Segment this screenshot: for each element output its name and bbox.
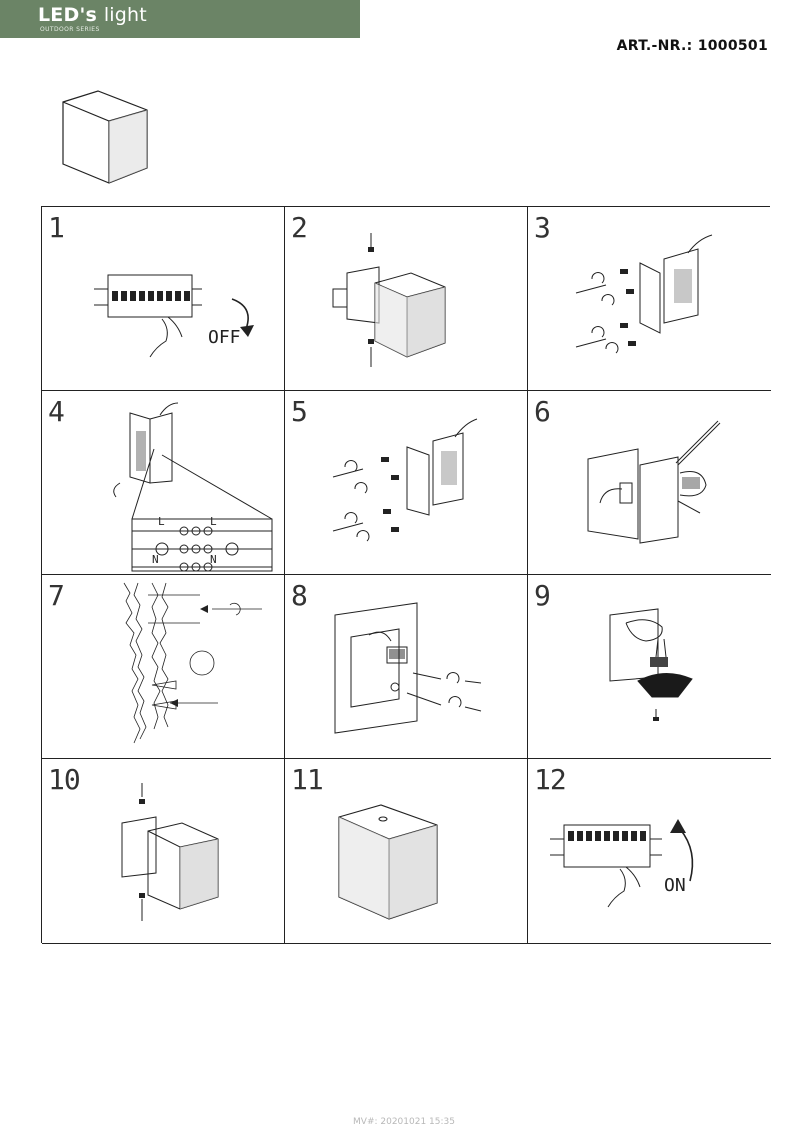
brand-bar: LED's light OUTDOOR SERIES [0,0,360,38]
article-number: ART.-NR.: 1000501 [616,38,768,54]
step-number: 3 [534,211,551,244]
step-2: 2 [285,207,528,391]
step-8: 8 [285,575,528,759]
drill-holes-illustration [123,582,262,744]
step-4: 4 L L N N [42,391,285,575]
step-number: 7 [48,579,65,612]
step-number: 10 [48,763,81,796]
brand-main: LED's [38,4,97,26]
breaker-off-illustration [94,274,254,358]
step-number: 1 [48,211,65,244]
product-cube-illustration [62,90,148,184]
brand-light: light [103,4,147,26]
off-label: OFF [208,327,241,348]
step-6: 6 [528,391,771,575]
remove-cover-illustration [332,233,446,367]
breaker-on-illustration [550,819,694,908]
installation-steps-grid: 1 OFF 2 [41,206,771,944]
terminal-label-n-left: N [152,553,159,566]
step-9: 9 [528,575,771,759]
mount-on-wall-illustration [334,602,482,734]
step-number: 9 [534,579,551,612]
attach-cover-illustration [121,783,219,921]
terminal-label-l-left: L [158,515,165,528]
step-3: 3 [528,207,771,391]
on-label: ON [664,875,686,896]
finished-product-illustration [338,804,438,920]
step-1: 1 OFF [42,207,285,391]
step-number: 6 [534,395,551,428]
step-number: 4 [48,395,65,428]
step-number: 8 [291,579,308,612]
brand-logo: LED's light [38,4,147,26]
step-number: 11 [291,763,324,796]
insert-bulb-illustration [609,608,693,721]
install-lamp-holder-illustration [587,420,721,544]
step-5: 5 [285,391,528,575]
step-11: 11 [285,759,528,944]
disassemble-bracket-illustration [575,234,713,354]
step-number: 5 [291,395,308,428]
step-12: 12 ON [528,759,771,944]
step-number: 2 [291,211,308,244]
version-footer: MV#: 20201021 15:35 [353,1117,455,1127]
step-number: 12 [534,763,567,796]
terminal-label-n-right: N [210,553,217,566]
terminal-label-l-right: L [210,515,217,528]
wiring-terminal-illustration [113,402,273,572]
step-10: 10 [42,759,285,944]
reassemble-bracket-illustration [332,418,478,542]
step-7: 7 [42,575,285,759]
brand-subtitle: OUTDOOR SERIES [40,26,100,33]
